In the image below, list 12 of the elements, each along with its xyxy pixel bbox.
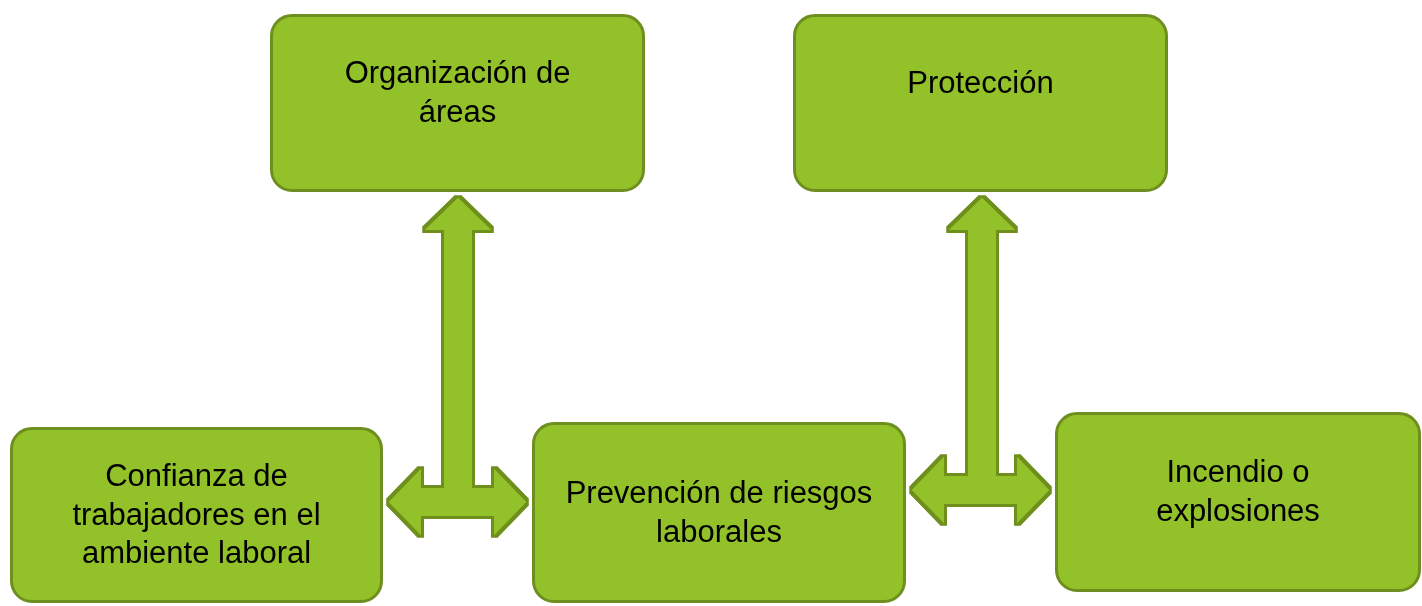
process-box xyxy=(270,14,645,192)
box-label: Organización de áreas xyxy=(343,54,572,131)
process-box xyxy=(1055,412,1421,592)
double-arrow xyxy=(912,457,1049,523)
process-box xyxy=(532,422,906,603)
process-box xyxy=(793,14,1168,192)
box-label: Prevención de riesgos laborales xyxy=(564,473,874,551)
box-label: Incendio o explosiones xyxy=(1155,453,1321,530)
process-box xyxy=(10,427,383,603)
double-arrow xyxy=(389,469,526,535)
box-label: Confianza de trabajadores en el ambiente laboral xyxy=(71,456,322,573)
box-label: Protección xyxy=(906,63,1055,102)
